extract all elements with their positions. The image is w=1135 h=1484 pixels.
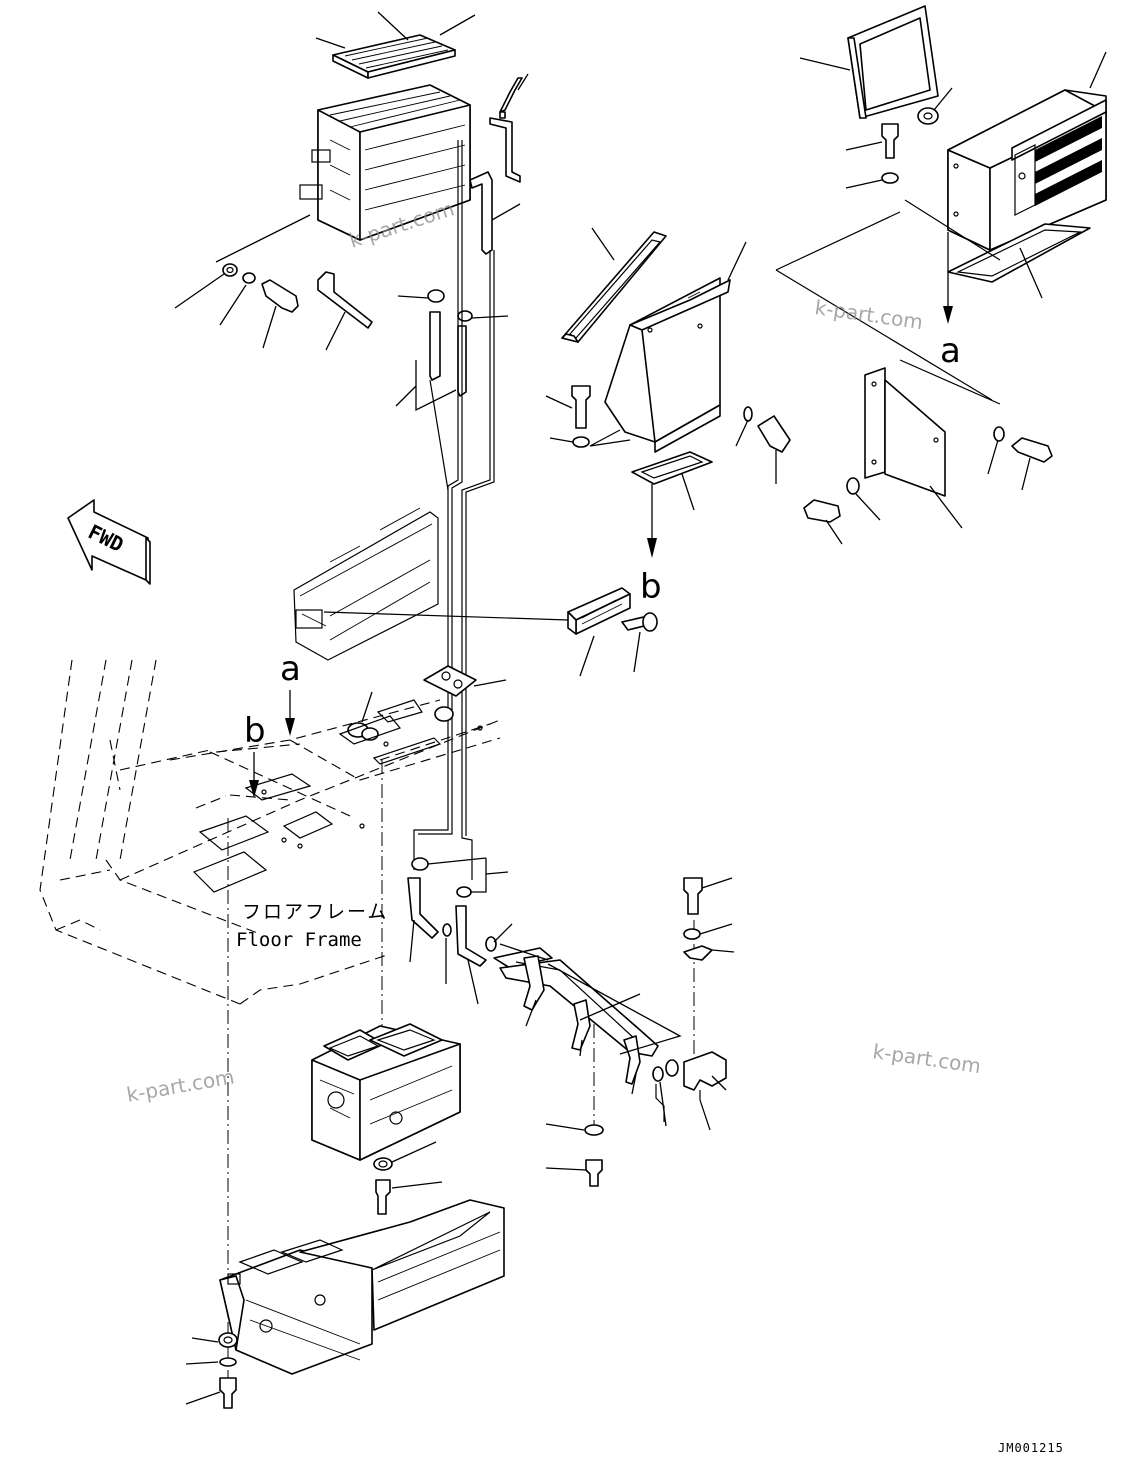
hose-upper — [469, 171, 521, 255]
bolt-washer-lower-center — [545, 1123, 604, 1187]
watermark-4: k-part.com — [125, 1064, 236, 1107]
gasket-duct-frame — [561, 227, 667, 343]
floor-frame-label-en: Floor Frame — [236, 929, 362, 951]
heater-pipe-assembly — [493, 943, 682, 1095]
air-conditioner-unit-lower — [311, 1023, 461, 1161]
pipe-upper-right — [489, 73, 529, 183]
air-filter-top-left — [315, 11, 476, 79]
clamp-hose-set-lower — [407, 857, 513, 1005]
plate-duct-adapter — [423, 665, 507, 697]
sensor-top-right — [917, 87, 953, 125]
reference-a-upper: a — [940, 331, 961, 371]
bracket-plate-right — [864, 367, 963, 529]
gasket-top-right — [947, 223, 1091, 299]
control-panel — [567, 587, 631, 677]
watermark-3: k-part.com — [871, 1039, 982, 1078]
bolt-washer-duct-left — [545, 385, 631, 448]
arrow-b-lower: b — [244, 711, 266, 798]
watermark-2: k-part.com — [813, 295, 924, 334]
reference-b-lower: b — [244, 711, 266, 751]
base-duct-housing — [219, 1199, 505, 1375]
reference-a-lower: a — [280, 649, 301, 689]
duct-middle — [604, 241, 747, 453]
arrow-a-lower: a — [280, 649, 301, 736]
floor-frame-phantom: フロアフレーム Floor Frame — [39, 659, 501, 1005]
arrow-b-middle: b — [640, 538, 662, 607]
nut-washer-bolt-upper-left — [174, 263, 299, 349]
air-conditioner-unit-upper — [215, 84, 471, 263]
clip-set-lower-right — [652, 1051, 727, 1131]
bolt-washer-top-right — [775, 123, 1001, 401]
arrow-a-upper: a — [940, 306, 961, 371]
nut-washer-bolt-lower-left — [185, 1332, 238, 1409]
clamp-hose-set-upper — [395, 289, 509, 412]
hose-bent — [317, 271, 373, 351]
drawing-number: JM001215 — [998, 1441, 1064, 1455]
bolt-washer-clip-right — [683, 877, 735, 961]
bolt-washer-duct-right — [735, 406, 791, 484]
air-conditioner-unit-phantom — [293, 507, 569, 661]
reference-b-middle: b — [640, 567, 662, 607]
filter-top-right — [799, 5, 939, 119]
bolt-washer-bracket-left — [803, 477, 881, 545]
pipe-routing-lines — [413, 140, 495, 880]
grommet-pair-middle — [347, 691, 454, 741]
floor-frame-label-jp: フロアフレーム — [242, 901, 388, 923]
gasket-small-middle — [631, 451, 713, 540]
forward-direction-arrow: FWD — [67, 499, 151, 585]
cover-top-right — [947, 51, 1107, 308]
nut-bolt-lower-unit — [373, 1141, 443, 1215]
screw-control-panel — [621, 612, 658, 673]
bolt-washer-bracket-right — [899, 359, 1053, 491]
